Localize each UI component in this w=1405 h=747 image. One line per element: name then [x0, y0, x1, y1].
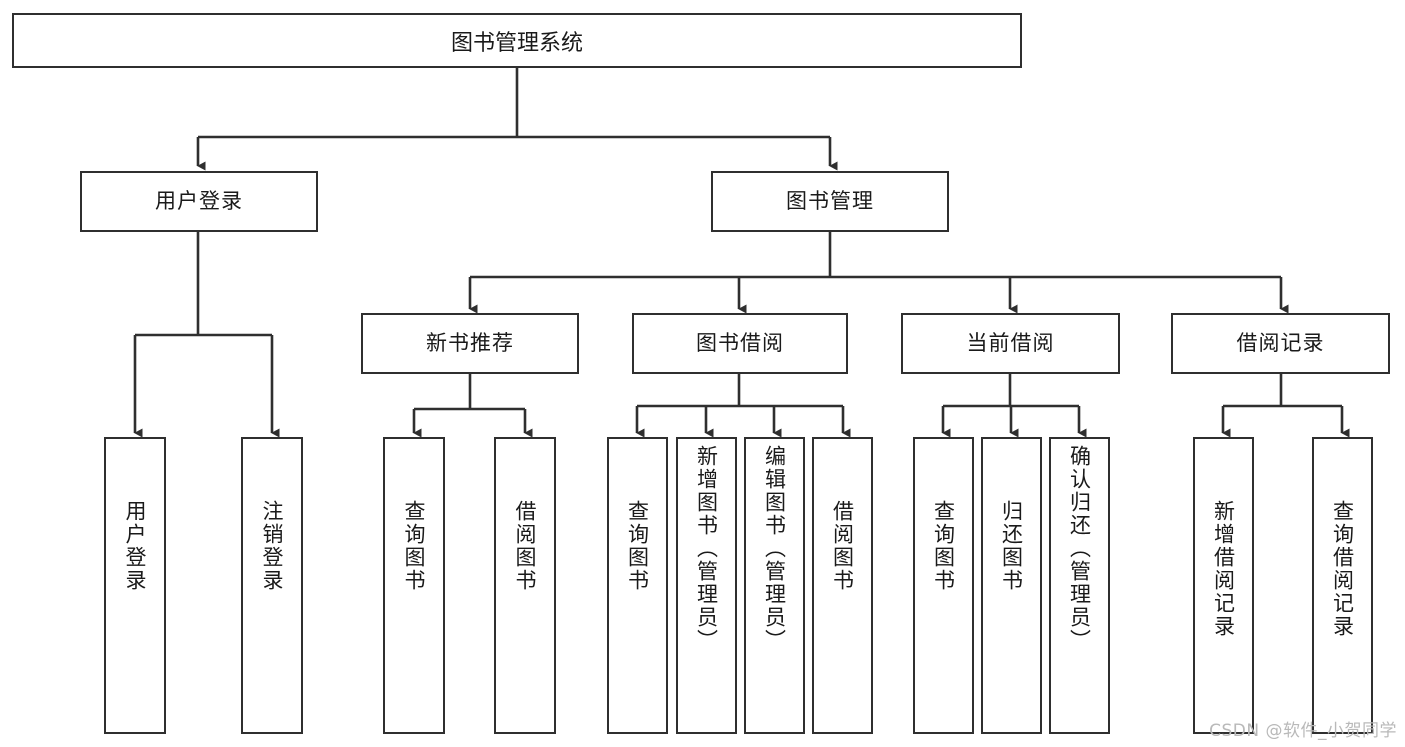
node-root-system[interactable]: 图书管理系统: [12, 13, 1022, 68]
node-label: 归还图书: [999, 500, 1024, 592]
node-new-book-recommend[interactable]: 新书推荐: [361, 313, 579, 374]
node-label: 图书借阅: [696, 330, 784, 355]
node-label: 图书管理: [786, 188, 874, 213]
watermark-text: CSDN @软件_小贺同学: [1209, 721, 1397, 741]
leaf-current-borrow-query[interactable]: 查询图书: [913, 437, 974, 734]
node-label: 查询图书: [402, 500, 427, 592]
node-label: 确认归还（管理员）: [1067, 445, 1092, 652]
leaf-book-borrow-query[interactable]: 查询图书: [607, 437, 668, 734]
node-label: 借阅图书: [830, 500, 855, 592]
leaf-user-login-login[interactable]: 用户登录: [104, 437, 166, 734]
node-label: 借阅图书: [513, 500, 538, 592]
node-borrow-record[interactable]: 借阅记录: [1171, 313, 1390, 374]
leaf-new-book-borrow[interactable]: 借阅图书: [494, 437, 556, 734]
node-label: 新增借阅记录: [1211, 500, 1236, 638]
node-label: 查询借阅记录: [1330, 500, 1355, 638]
node-book-borrow[interactable]: 图书借阅: [632, 313, 848, 374]
node-label: 图书管理系统: [450, 30, 583, 56]
node-label: 用户登录: [155, 188, 243, 213]
node-label: 借阅记录: [1236, 330, 1325, 355]
node-label: 新书推荐: [426, 330, 514, 355]
leaf-borrow-record-query[interactable]: 查询借阅记录: [1312, 437, 1373, 734]
node-label: 查询图书: [931, 500, 956, 592]
node-user-login[interactable]: 用户登录: [80, 171, 318, 232]
node-label: 用户登录: [123, 500, 148, 592]
node-label: 当前借阅: [966, 330, 1055, 355]
leaf-book-borrow-add[interactable]: 新增图书（管理员）: [676, 437, 737, 734]
node-label: 新增图书（管理员）: [694, 445, 719, 652]
node-current-borrow[interactable]: 当前借阅: [901, 313, 1120, 374]
node-book-management[interactable]: 图书管理: [711, 171, 949, 232]
leaf-book-borrow-lend[interactable]: 借阅图书: [812, 437, 873, 734]
leaf-new-book-query[interactable]: 查询图书: [383, 437, 445, 734]
leaf-borrow-record-add[interactable]: 新增借阅记录: [1193, 437, 1254, 734]
node-label: 编辑图书（管理员）: [762, 445, 787, 652]
leaf-current-borrow-confirm-return[interactable]: 确认归还（管理员）: [1049, 437, 1110, 734]
node-label: 注销登录: [260, 500, 285, 592]
leaf-user-login-logout[interactable]: 注销登录: [241, 437, 303, 734]
leaf-book-borrow-edit[interactable]: 编辑图书（管理员）: [744, 437, 805, 734]
node-label: 查询图书: [625, 500, 650, 592]
leaf-current-borrow-return[interactable]: 归还图书: [981, 437, 1042, 734]
